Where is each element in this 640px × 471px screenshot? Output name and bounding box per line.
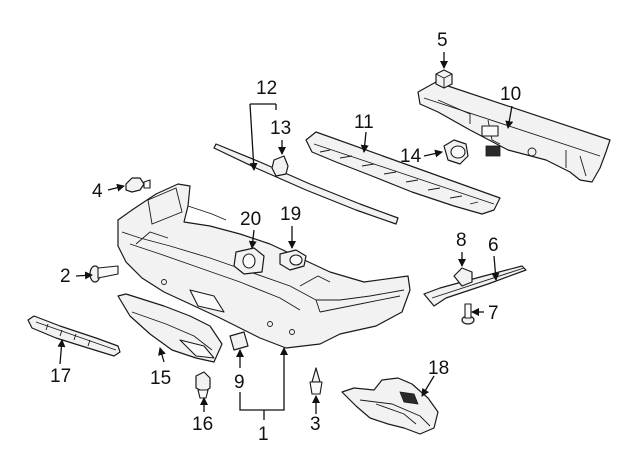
callout-20: 20 (240, 209, 261, 230)
part-6-bracket (423, 265, 527, 307)
callout-9: 9 (234, 372, 245, 393)
callout-6: 6 (488, 235, 499, 256)
part-7-bolt (461, 303, 475, 325)
part-14-park-sensor (443, 139, 469, 165)
callout-19: 19 (280, 204, 301, 225)
callout-1: 1 (258, 424, 269, 445)
callout-7: 7 (488, 303, 499, 324)
callout-8: 8 (456, 230, 467, 251)
leader-lines (57, 52, 514, 420)
callout-labels: 5 10 12 11 13 14 4 20 19 8 6 2 7 17 15 9… (50, 30, 521, 445)
part-15-lower-valance (117, 293, 223, 363)
part-16-clip (195, 371, 211, 399)
part-1-bumper-fascia (117, 183, 411, 349)
callout-14: 14 (400, 146, 422, 167)
callout-15: 15 (150, 368, 171, 389)
callout-13: 13 (270, 118, 291, 139)
callout-3: 3 (310, 414, 321, 435)
callout-2: 2 (60, 266, 71, 287)
callout-5: 5 (437, 30, 448, 51)
part-19-park-sensor (279, 249, 307, 271)
callout-4: 4 (92, 181, 103, 202)
part-12-molding-strip (213, 143, 399, 225)
part-18-trim-bezel (341, 377, 439, 435)
part-13-clip (271, 155, 289, 177)
callout-17: 17 (50, 366, 71, 387)
part-9-plate (229, 331, 249, 351)
part-2-push-pin (89, 265, 119, 283)
part-8-nut (453, 267, 473, 287)
part-17-corner-step (27, 315, 121, 357)
callout-12: 12 (256, 78, 277, 99)
part-20-sensor-bracket (233, 247, 265, 275)
part-11-step-pad (305, 131, 501, 215)
part-3-retainer (309, 367, 323, 395)
part-5-nut (435, 69, 453, 89)
callout-18: 18 (428, 358, 449, 379)
callout-11: 11 (354, 112, 374, 133)
callout-10: 10 (500, 84, 521, 105)
part-4-bolt (125, 177, 151, 193)
callout-16: 16 (192, 414, 213, 435)
